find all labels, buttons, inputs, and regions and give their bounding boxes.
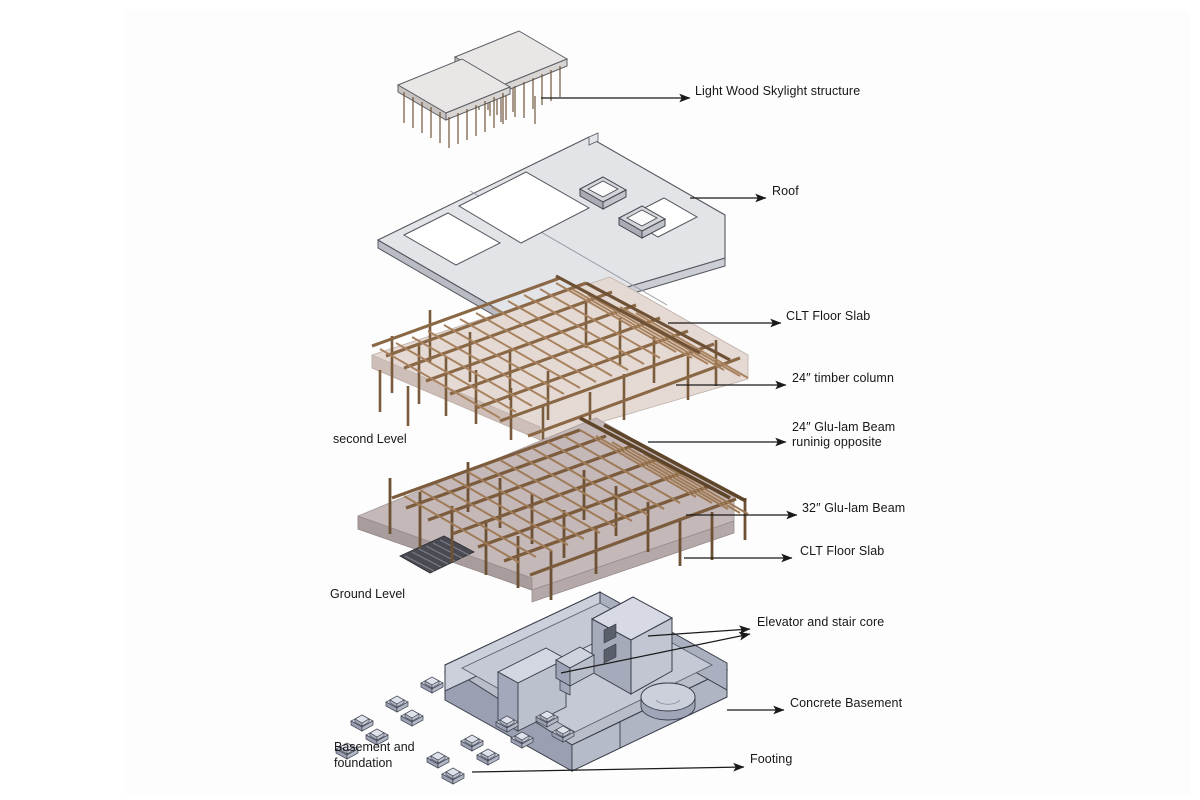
second-floor-joists — [379, 282, 749, 419]
callout-label-beam24: 24″ Glu-lam Beam — [792, 420, 896, 434]
callout-label-clt-lower: CLT Floor Slab — [800, 544, 885, 558]
callout-label-roof: Roof — [772, 184, 799, 198]
second-floor-ridge-beams — [555, 274, 731, 362]
ground-floor-joists — [403, 429, 749, 564]
basement-cylinder — [640, 682, 696, 721]
callout-label-beam32: 32″ Glu-lam Beam — [802, 501, 906, 515]
callout-label-beam24b: runinig opposite — [792, 435, 882, 449]
ground-floor-glulam-32 — [579, 416, 747, 503]
basement-layer — [443, 591, 729, 772]
level-label-ground-level: Ground Level — [330, 586, 405, 602]
level-label-line: foundation — [334, 756, 393, 770]
elevator-core — [590, 596, 674, 695]
callout-label-skylight: Light Wood Skylight structure — [695, 84, 861, 98]
level-label-foundation: Basement and foundation — [334, 739, 415, 771]
roof-skylight-curb-b — [617, 205, 667, 239]
callout-leader-lines — [471, 93, 798, 773]
roof-layer — [376, 132, 726, 329]
ground-floor-stair — [399, 535, 475, 574]
level-label-line: second Level — [333, 432, 407, 446]
callout-label-core: Elevator and stair core — [757, 615, 885, 629]
level-label-second-level: second Level — [333, 431, 407, 447]
level-label-line: Basement and — [334, 740, 415, 754]
leader-line-footing — [471, 762, 745, 773]
skylight-layer — [396, 30, 569, 148]
skylight-unit-a — [396, 58, 512, 148]
level-label-line: Ground Level — [330, 587, 406, 601]
ground-floor-layer — [357, 416, 749, 603]
leader-line-core — [647, 625, 751, 637]
callout-label-footing: Footing — [750, 752, 793, 766]
leader-line-core2 — [560, 631, 751, 674]
second-floor-layer — [371, 274, 749, 455]
callout-label-basement: Concrete Basement — [790, 696, 903, 710]
roof-skylight-curb-a — [578, 176, 628, 210]
callout-label-clt-upper: CLT Floor Slab — [786, 309, 871, 323]
callout-label-column: 24″ timber column — [792, 371, 894, 385]
